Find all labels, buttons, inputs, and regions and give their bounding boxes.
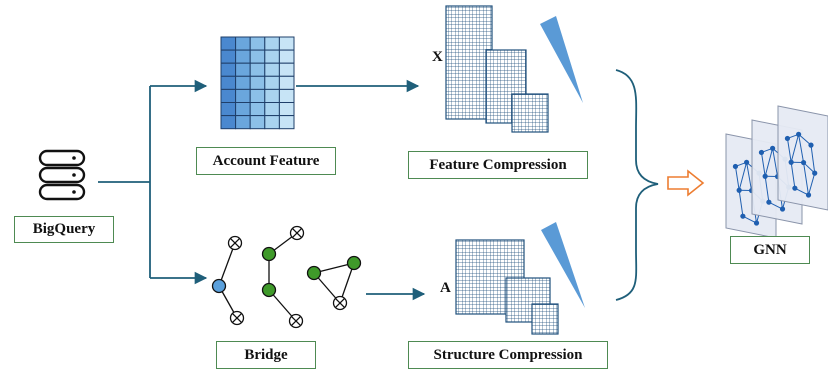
hollow-right-arrow-icon [667, 169, 705, 197]
gnn-node [796, 131, 802, 137]
bridge-node-green [306, 265, 322, 281]
gnn-layer [777, 105, 828, 211]
bigquery-connectors [98, 79, 426, 301]
bridge-label: Bridge [216, 341, 316, 369]
feature-compression-matrices [445, 5, 549, 133]
bridge-node-crossed [227, 235, 243, 251]
structure-compression-label: Structure Compression [408, 341, 608, 369]
database-icon [38, 149, 86, 201]
feature-matrix-large [445, 5, 493, 120]
feature-compression-label: Feature Compression [408, 151, 588, 179]
account-feature-label: Account Feature [196, 147, 336, 175]
merge-brace [615, 69, 659, 301]
gnn-node [788, 159, 794, 165]
bridge-node-crossed [289, 225, 305, 241]
gnn-label: GNN [730, 236, 810, 264]
bridge-node-blue [211, 278, 227, 294]
structure-compression-matrices [455, 239, 559, 335]
compression-wedge-icon [540, 16, 583, 103]
structure-matrix-small [531, 303, 559, 335]
bigquery-label: BigQuery [14, 216, 114, 243]
gnn-layers-icon [725, 105, 828, 239]
compression-wedge-icon [541, 222, 585, 308]
gnn-node [740, 213, 746, 219]
bridge-node-green [261, 246, 277, 262]
gnn-node [766, 199, 772, 205]
gnn-node [762, 173, 768, 179]
gnn-node [808, 142, 814, 148]
matrix-letter-x: X [432, 49, 443, 65]
gnn-node [732, 163, 739, 170]
bridge-node-green [261, 282, 277, 298]
gnn-node [805, 192, 812, 198]
gnn-node [758, 149, 765, 156]
gnn-node [770, 145, 776, 151]
bridge-node-crossed [229, 310, 245, 326]
bridge-node-crossed [288, 313, 304, 329]
gnn-node [736, 187, 742, 193]
gnn-node [744, 159, 750, 165]
bridge-node-crossed [332, 295, 348, 311]
gnn-node [753, 220, 760, 226]
gnn-node [784, 135, 791, 142]
gnn-node [812, 170, 818, 176]
matrix-letter-a: A [440, 280, 451, 296]
gnn-node [779, 206, 786, 212]
gnn-node [792, 185, 798, 191]
bridge-graph [211, 225, 362, 329]
account-feature-matrix [220, 36, 295, 130]
bridge-node-green [346, 255, 362, 271]
feature-matrix-small [511, 93, 549, 133]
gnn-node [800, 159, 807, 166]
